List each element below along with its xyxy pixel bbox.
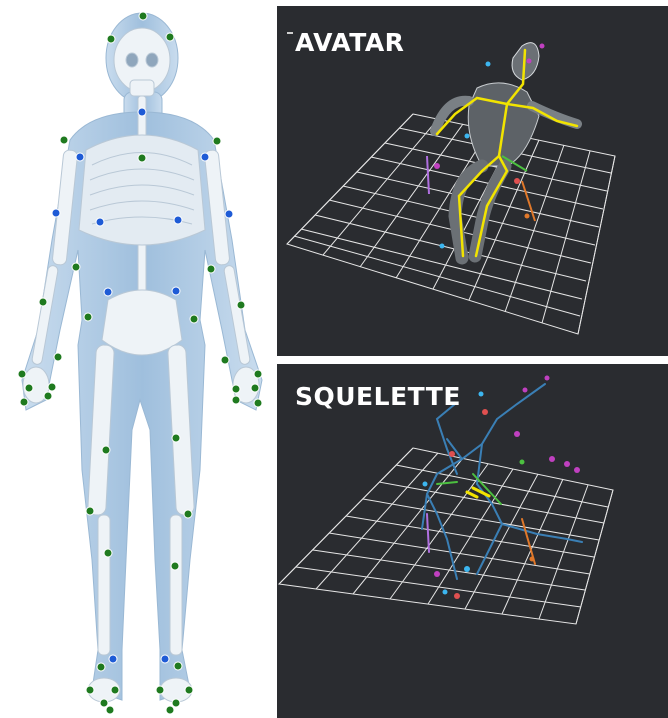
marker-green bbox=[86, 686, 94, 694]
marker-green bbox=[171, 562, 179, 570]
marker-green bbox=[48, 383, 56, 391]
marker-green bbox=[254, 370, 262, 378]
marker-green bbox=[166, 706, 174, 714]
marker-green bbox=[139, 12, 147, 20]
marker-blue bbox=[225, 210, 233, 218]
marker-blue bbox=[96, 218, 104, 226]
marker-green bbox=[251, 384, 259, 392]
marker-blue bbox=[52, 209, 60, 217]
marker-green bbox=[172, 434, 180, 442]
marker-green bbox=[190, 315, 198, 323]
skeleton-panel: SQUELETTE bbox=[277, 364, 668, 718]
marker-green bbox=[106, 706, 114, 714]
anatomy-svg bbox=[0, 0, 275, 718]
marker-green bbox=[72, 263, 80, 271]
marker-green bbox=[207, 265, 215, 273]
avatar-scene bbox=[277, 6, 668, 356]
avatar-title: AVATAR bbox=[295, 28, 404, 57]
marker-green bbox=[102, 446, 110, 454]
marker-green bbox=[174, 662, 182, 670]
marker-blue bbox=[104, 288, 112, 296]
skeleton-title: SQUELETTE bbox=[295, 382, 461, 411]
marker-blue bbox=[201, 153, 209, 161]
marker-blue bbox=[161, 655, 169, 663]
marker-green bbox=[44, 392, 52, 400]
marker-green bbox=[156, 686, 164, 694]
marker-green bbox=[166, 33, 174, 41]
marker-green bbox=[84, 313, 92, 321]
panel-mark bbox=[287, 32, 293, 34]
marker-green bbox=[104, 549, 112, 557]
marker-green bbox=[237, 301, 245, 309]
marker-green bbox=[172, 699, 180, 707]
marker-blue bbox=[109, 655, 117, 663]
marker-green bbox=[232, 385, 240, 393]
marker-green bbox=[111, 686, 119, 694]
marker-blue bbox=[172, 287, 180, 295]
marker-green bbox=[185, 686, 193, 694]
marker-green bbox=[86, 507, 94, 515]
marker-green bbox=[107, 35, 115, 43]
marker-green bbox=[213, 137, 221, 145]
marker-green bbox=[232, 396, 240, 404]
marker-green bbox=[25, 384, 33, 392]
skeleton-scene bbox=[277, 364, 668, 718]
marker-blue bbox=[76, 153, 84, 161]
marker-blue bbox=[174, 216, 182, 224]
marker-green bbox=[100, 699, 108, 707]
marker-green bbox=[39, 298, 47, 306]
marker-green bbox=[54, 353, 62, 361]
marker-green bbox=[20, 398, 28, 406]
avatar-panel: AVATAR bbox=[277, 6, 668, 356]
marker-green bbox=[18, 370, 26, 378]
marker-green bbox=[60, 136, 68, 144]
marker-green bbox=[184, 510, 192, 518]
marker-green bbox=[221, 356, 229, 364]
marker-green bbox=[138, 154, 146, 162]
marker-blue bbox=[138, 108, 146, 116]
anatomy-figure bbox=[0, 0, 275, 718]
marker-green bbox=[97, 663, 105, 671]
marker-green bbox=[254, 399, 262, 407]
